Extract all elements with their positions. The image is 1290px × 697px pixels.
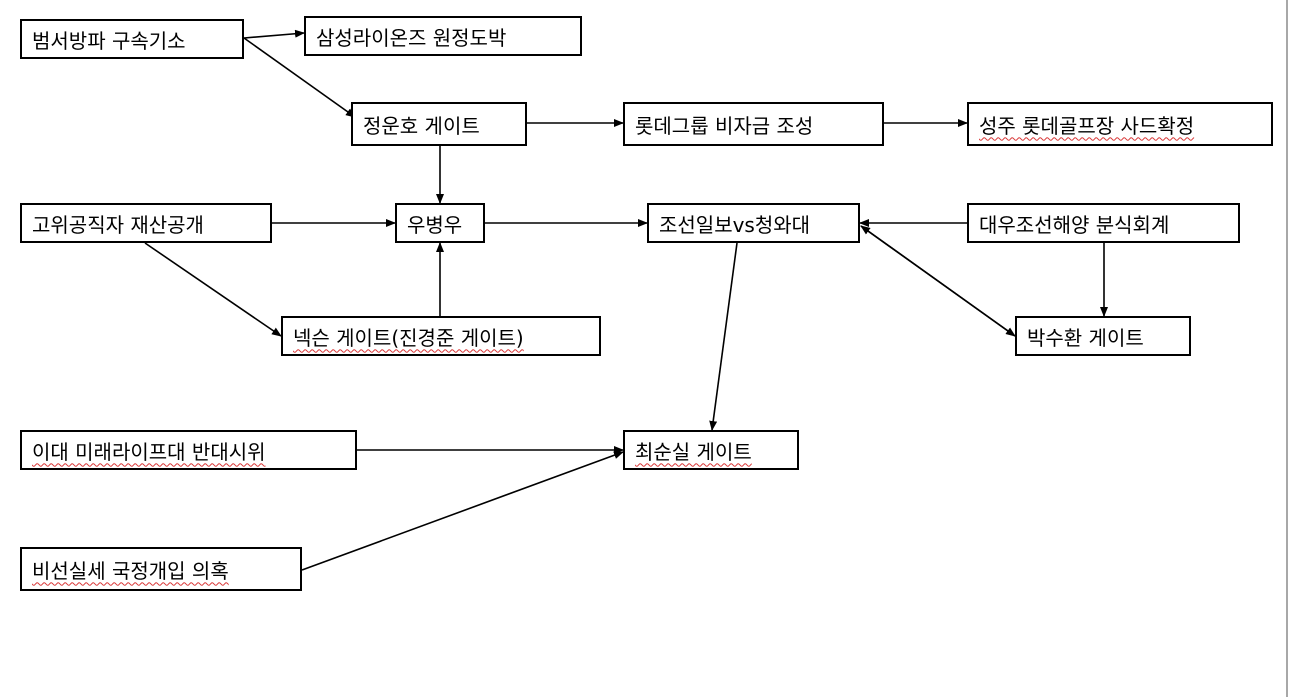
node-jung-unho-gate: 정운호 게이트 xyxy=(351,102,527,146)
node-woo-byungwoo: 우병우 xyxy=(395,203,485,243)
node-label: 정운호 게이트 xyxy=(363,113,480,138)
node-secret-confidant-meddling: 비선실세 국정개입 의혹 xyxy=(20,547,302,591)
node-label: 대우조선해양 분식회계 xyxy=(979,212,1170,237)
arrow-beomseo-to-samsung xyxy=(243,29,305,39)
node-label: 박수환 게이트 xyxy=(1027,325,1144,350)
node-park-suhwan-gate: 박수환 게이트 xyxy=(1015,316,1191,356)
node-label: 이대 미래라이프대 반대시위 xyxy=(32,439,266,464)
node-samsung-lions-gambling: 삼성라이온즈 원정도박 xyxy=(304,16,582,56)
node-choi-soonsil-gate: 최순실 게이트 xyxy=(623,430,799,470)
node-ewha-protest: 이대 미래라이프대 반대시위 xyxy=(20,430,357,470)
node-label: 성주 롯데골프장 사드확정 xyxy=(979,113,1195,138)
arrow-beomseo-to-jungunho xyxy=(243,37,356,118)
arrow-gowi-to-nexon xyxy=(144,242,282,337)
arrow-biseon-to-choisunsil xyxy=(301,451,624,571)
node-beomseo-indictment: 범서방파 구속기소 xyxy=(20,19,244,59)
node-label: 우병우 xyxy=(407,212,463,237)
node-daewoo-accounting-fraud: 대우조선해양 분식회계 xyxy=(967,203,1240,243)
node-label: 비선실세 국정개입 의혹 xyxy=(32,558,229,583)
node-label: 최순실 게이트 xyxy=(635,439,752,464)
node-label: 범서방파 구속기소 xyxy=(32,28,186,53)
arrow-chosun-to-parksuhwan xyxy=(860,225,1016,337)
node-label: 고위공직자 재산공개 xyxy=(32,212,204,237)
node-label: 삼성라이온즈 원정도박 xyxy=(316,25,507,50)
node-nexon-gate: 넥슨 게이트(진경준 게이트) xyxy=(281,316,601,356)
node-official-asset-disclosure: 고위공직자 재산공개 xyxy=(20,203,272,243)
node-chosun-vs-bluehouse: 조선일보vs청와대 xyxy=(647,203,860,243)
node-label: 넥슨 게이트(진경준 게이트) xyxy=(293,325,524,350)
node-label: 조선일보vs청와대 xyxy=(659,212,811,237)
window-edge xyxy=(1286,0,1288,697)
node-seongju-thaad: 성주 롯데골프장 사드확정 xyxy=(967,102,1273,146)
node-label: 롯데그룹 비자금 조성 xyxy=(635,113,814,138)
node-lotte-slush-fund: 롯데그룹 비자금 조성 xyxy=(623,102,884,146)
arrow-chosun-to-choisunsil xyxy=(709,242,738,431)
